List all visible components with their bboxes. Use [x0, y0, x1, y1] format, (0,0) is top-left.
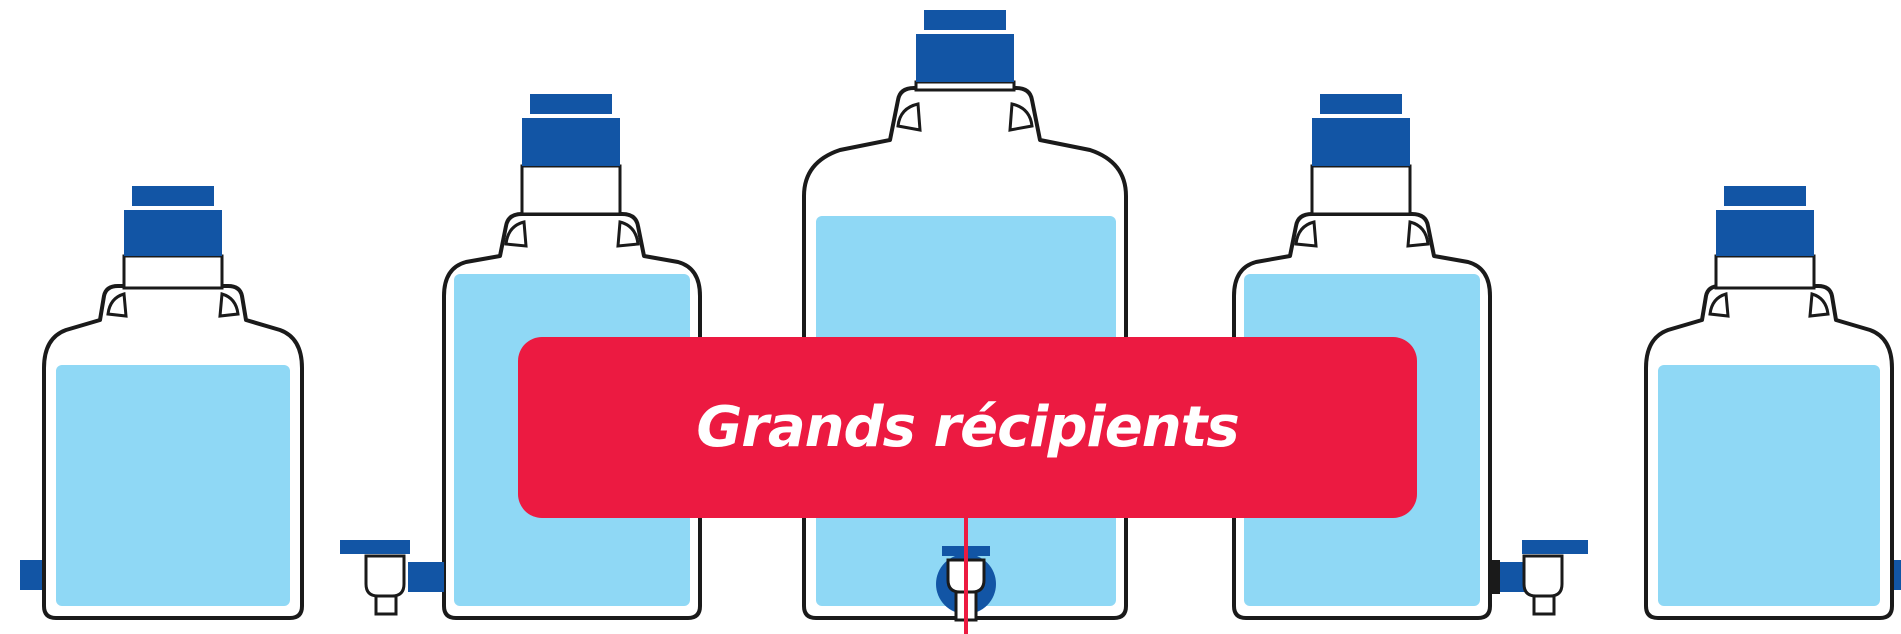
- cap-icon: [522, 118, 620, 166]
- cap-top-icon: [530, 94, 612, 114]
- carboy-small-right: [1646, 186, 1901, 618]
- carboy-small-left: [20, 186, 302, 618]
- cap-icon: [916, 34, 1014, 82]
- cap-icon: [1716, 210, 1814, 256]
- cap-top-icon: [132, 186, 214, 206]
- neck: [124, 256, 222, 288]
- category-banner: Grands récipients: [518, 337, 1417, 518]
- cap-top-icon: [1320, 94, 1402, 114]
- cap-top-icon: [924, 10, 1006, 30]
- liquid: [56, 365, 290, 606]
- cap-icon: [1312, 118, 1410, 166]
- spigot-icon: [340, 540, 444, 614]
- liquid: [1658, 365, 1880, 606]
- neck: [1716, 256, 1814, 288]
- neck: [1312, 166, 1410, 214]
- spigot-icon: [1490, 540, 1588, 614]
- side-port-icon: [1894, 560, 1901, 590]
- cap-icon: [124, 210, 222, 256]
- cap-top-icon: [1724, 186, 1806, 206]
- neck: [916, 82, 1014, 90]
- neck: [522, 166, 620, 214]
- banner-label: Grands récipients: [696, 395, 1238, 460]
